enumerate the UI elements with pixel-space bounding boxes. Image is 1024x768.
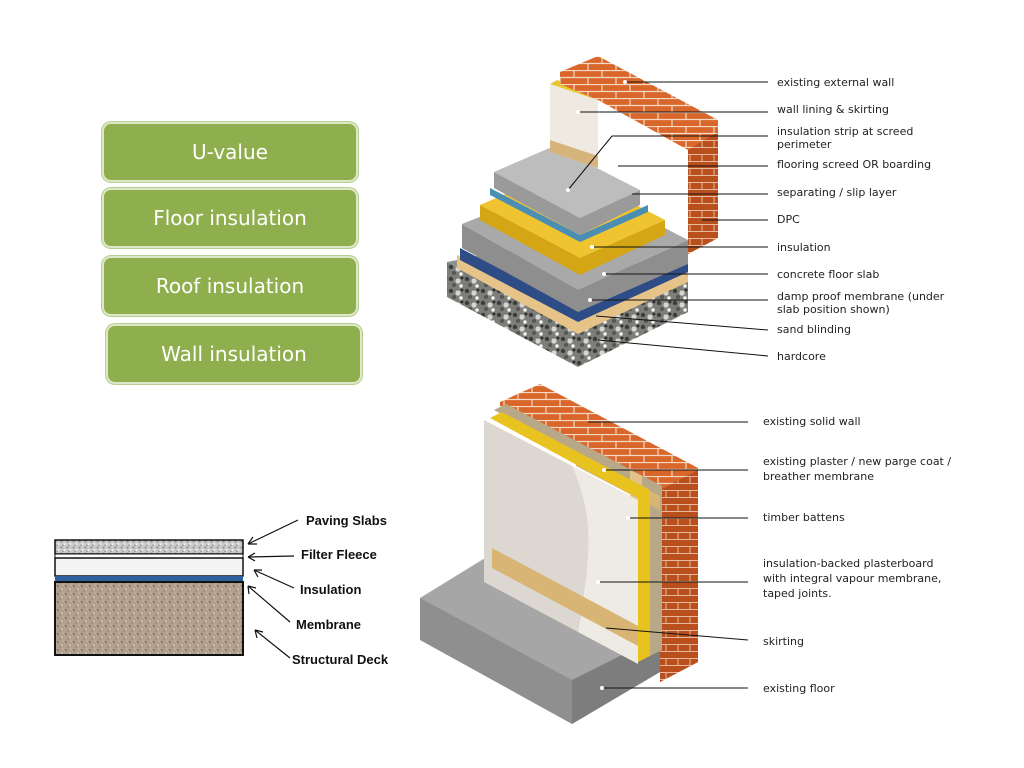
label-taped-joints: taped joints. [763,587,832,600]
roof-insulation-diagram: Paving Slabs Filter Fleece Insulation Me… [54,513,389,667]
label-structural-deck: Structural Deck [292,652,389,667]
u-value-label: U-value [192,140,268,164]
label-timber-battens: timber battens [763,511,845,524]
roof-arrows [247,519,299,659]
label-concrete-floor-slab: concrete floor slab [777,268,879,281]
roof-insulation-label: Roof insulation [155,274,305,298]
label-existing-external-wall: existing external wall [777,76,894,89]
label-membrane: Membrane [296,617,361,632]
label-flooring-screed: flooring screed OR boarding [777,158,931,171]
roof-insulation-button[interactable]: Roof insulation [102,256,358,316]
label-damp-proof-membrane-line2: slab position shown) [777,303,890,316]
label-skirting: skirting [763,635,804,648]
floor-insulation-label: Floor insulation [153,206,307,230]
floor-insulation-button[interactable]: Floor insulation [102,188,358,248]
wall-insulation-diagram: existing solid wall existing plaster / n… [420,384,951,724]
wall-insulation-button[interactable]: Wall insulation [106,324,362,384]
u-value-button[interactable]: U-value [102,122,358,182]
label-hardcore: hardcore [777,350,826,363]
label-damp-proof-membrane: damp proof membrane (under [777,290,945,303]
label-filter-fleece: Filter Fleece [301,547,377,562]
label-insulation-strip: insulation strip at screed [777,125,913,138]
label-wall-lining-skirting: wall lining & skirting [777,103,889,116]
label-insulation-strip-line2: perimeter [777,138,832,151]
label-existing-solid-wall: existing solid wall [763,415,861,428]
label-sand-blinding: sand blinding [777,323,851,336]
label-integral-vapour-membrane: with integral vapour membrane, [763,572,941,585]
label-insulation-roof: Insulation [300,582,361,597]
wall-insulation-label: Wall insulation [161,342,307,366]
label-insulation: insulation [777,241,831,254]
label-separating-slip-layer: separating / slip layer [777,186,897,199]
label-paving-slabs: Paving Slabs [306,513,387,528]
label-existing-plaster: existing plaster / new parge coat / [763,455,951,468]
label-existing-floor: existing floor [763,682,835,695]
floor-insulation-diagram: existing external wall wall lining & ski… [447,56,945,367]
wall-leader-lines [588,421,749,690]
label-dpc: DPC [777,213,800,226]
floor-leader-lines [566,80,769,357]
label-insulation-backed-plasterboard: insulation-backed plasterboard [763,557,933,570]
label-breather-membrane: breather membrane [763,470,874,483]
